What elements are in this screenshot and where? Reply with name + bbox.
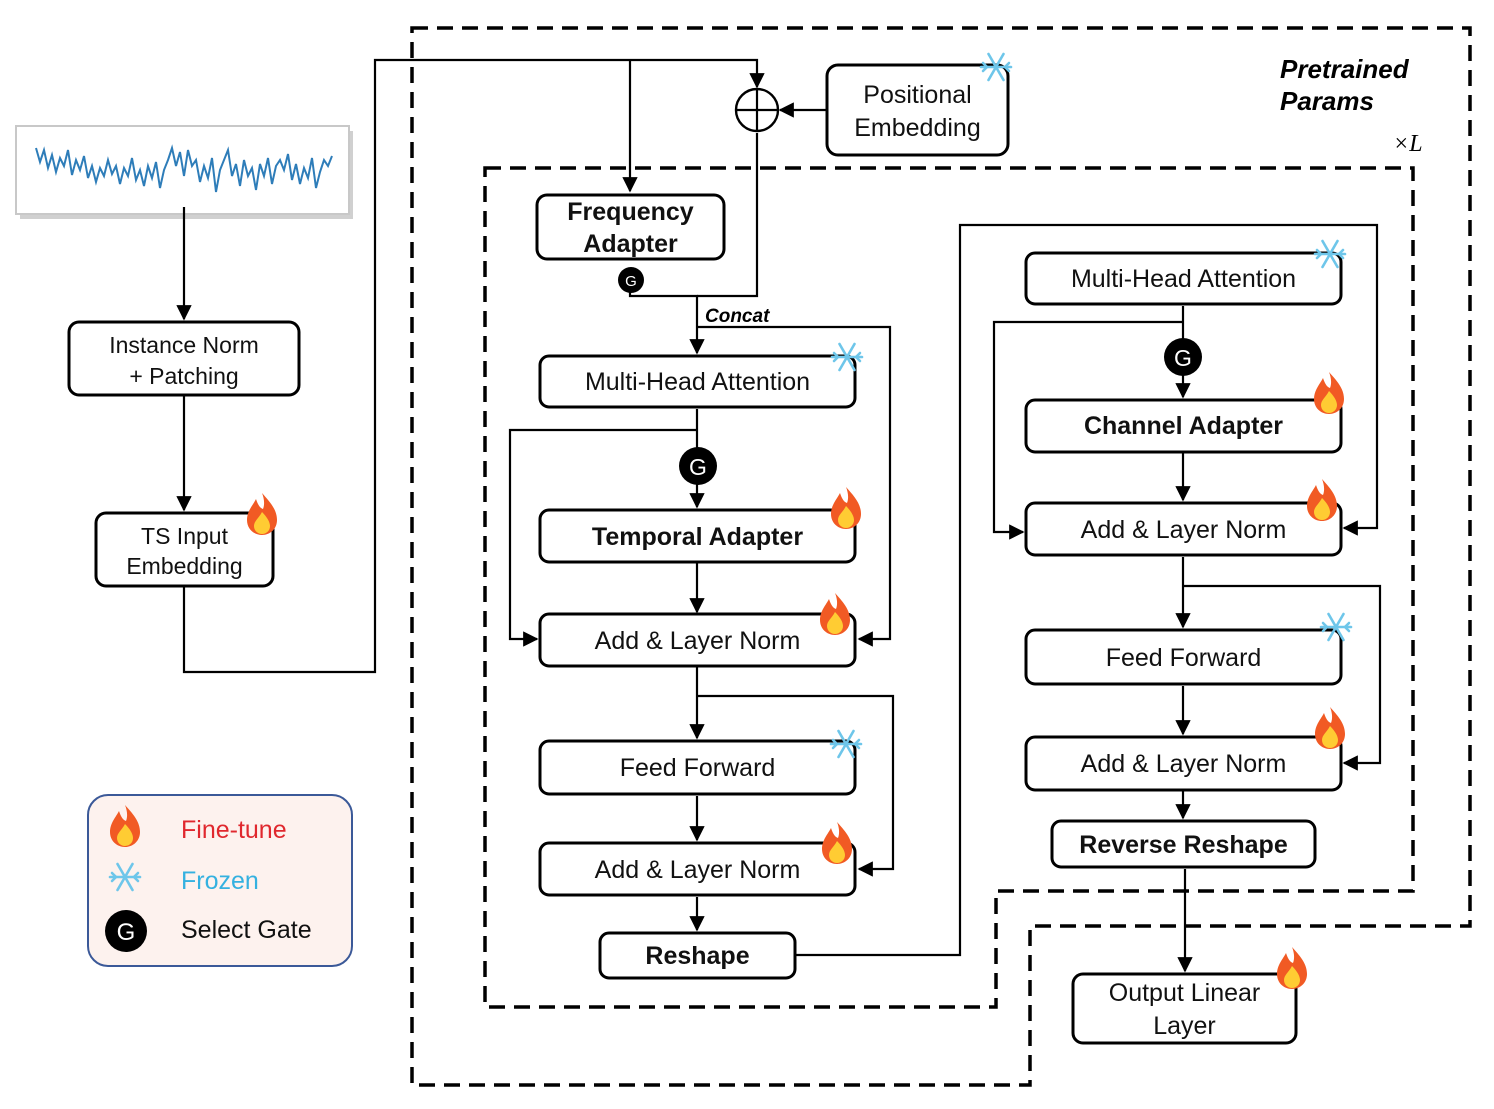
input-time-series: [15, 125, 353, 219]
box-label: Adapter: [583, 230, 678, 258]
positional-embedding-box: Positional Embedding: [825, 63, 1010, 157]
flame-icon: [1277, 947, 1307, 989]
legend: Fine-tune Frozen G Select Gate: [87, 794, 353, 967]
box-label: Positional: [863, 81, 971, 109]
box-label: Feed Forward: [1106, 644, 1262, 672]
params-label: Params: [1280, 86, 1374, 116]
concat-label: Concat: [705, 306, 770, 327]
flame-icon: [822, 822, 852, 864]
box-label: Reverse Reshape: [1079, 831, 1288, 859]
box-label: Layer: [1153, 1012, 1216, 1040]
output-linear-layer-box: Output Linear Layer: [1071, 972, 1298, 1045]
gate-icon: G: [679, 447, 717, 485]
flame-icon: [831, 487, 861, 529]
flame-icon: [820, 593, 850, 635]
ts-input-embedding-box: TS Input Embedding: [94, 511, 275, 588]
box-label: Temporal Adapter: [592, 523, 803, 551]
feed-forward-left-box: Feed Forward: [538, 739, 857, 796]
box-label: Reshape: [645, 942, 749, 970]
svg-text:G: G: [117, 919, 136, 946]
box-label: TS Input: [141, 523, 229, 549]
instance-norm-box: Instance Norm + Patching: [67, 320, 301, 397]
box-label: Embedding: [126, 553, 242, 579]
channel-adapter-box: Channel Adapter: [1024, 398, 1343, 454]
reverse-reshape-box: Reverse Reshape: [1050, 819, 1317, 869]
flame-icon: [1314, 372, 1344, 414]
gate-icon: G: [1164, 338, 1202, 376]
mha-left-box: Multi-Head Attention: [538, 354, 857, 409]
svg-text:G: G: [1174, 345, 1192, 371]
svg-text:G: G: [625, 273, 637, 290]
legend-frozen: Frozen: [181, 867, 259, 895]
flame-icon: [1315, 707, 1345, 749]
box-label: Feed Forward: [620, 754, 776, 782]
feed-forward-right-box: Feed Forward: [1024, 628, 1343, 686]
box-label: Instance Norm: [109, 332, 259, 358]
add-norm-left-1-box: Add & Layer Norm: [538, 612, 857, 668]
box-label: Embedding: [854, 114, 980, 142]
add-operation-icon: [734, 87, 780, 133]
gate-icon: G: [105, 910, 147, 952]
box-label: Add & Layer Norm: [1081, 516, 1287, 544]
add-norm-right-2-box: Add & Layer Norm: [1024, 735, 1343, 792]
frequency-adapter-box: Frequency Adapter: [535, 193, 726, 261]
box-label: Frequency: [567, 198, 694, 226]
box-label: Channel Adapter: [1084, 412, 1283, 440]
mha-right-box: Multi-Head Attention: [1024, 251, 1343, 306]
add-norm-right-1-box: Add & Layer Norm: [1024, 501, 1343, 557]
box-label: Add & Layer Norm: [595, 856, 801, 884]
box-label: Add & Layer Norm: [595, 627, 801, 655]
box-label: Multi-Head Attention: [585, 368, 810, 396]
repeat-l-label: ×L: [1393, 131, 1423, 157]
pretrained-label: Pretrained: [1280, 54, 1410, 84]
reshape-box: Reshape: [598, 931, 797, 980]
svg-text:G: G: [689, 454, 707, 480]
box-label: Multi-Head Attention: [1071, 265, 1296, 293]
repeat-block-frame: [483, 166, 1415, 1009]
add-norm-left-2-box: Add & Layer Norm: [538, 841, 857, 897]
pretrained-params-frame: [410, 26, 1472, 1087]
time-series-line: [35, 144, 333, 193]
legend-fine-tune: Fine-tune: [181, 816, 287, 844]
box-label: + Patching: [129, 363, 238, 389]
temporal-adapter-box: Temporal Adapter: [538, 508, 857, 564]
legend-select-gate: Select Gate: [181, 916, 312, 944]
box-label: Add & Layer Norm: [1081, 750, 1287, 778]
gate-icon: G: [618, 267, 644, 293]
flame-icon: [247, 493, 277, 535]
box-label: Output Linear: [1109, 979, 1261, 1007]
flame-icon: [1307, 479, 1337, 521]
